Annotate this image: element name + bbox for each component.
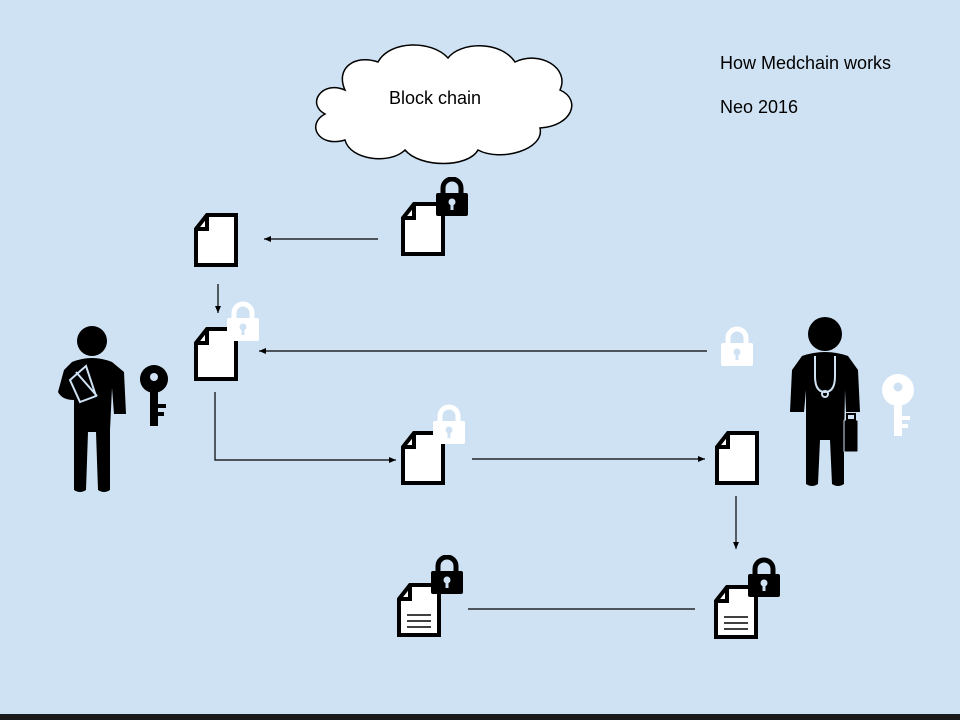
key-icon xyxy=(882,374,914,436)
edge-record-to-shared xyxy=(214,392,396,463)
key-icon xyxy=(140,365,168,426)
lock-icon xyxy=(433,407,465,444)
blockchain-cloud xyxy=(315,44,573,165)
doctor-icon xyxy=(790,317,860,486)
document-icon xyxy=(403,407,465,483)
lock-icon xyxy=(748,560,780,597)
diagram-subtitle: Neo 2016 xyxy=(720,97,799,117)
document-icon xyxy=(717,433,757,483)
text-document-icon xyxy=(399,557,463,635)
lock-icon xyxy=(431,557,463,594)
cloud-label: Block chain xyxy=(388,88,482,108)
document-icon xyxy=(403,179,468,254)
patient-icon xyxy=(58,326,126,492)
document-icon xyxy=(196,304,259,379)
text-document-icon xyxy=(716,560,780,637)
lock-icon xyxy=(227,304,259,341)
diagram-title: How Medchain works xyxy=(720,53,892,73)
bottom-border xyxy=(0,714,960,720)
document-icon xyxy=(196,215,236,265)
lock-icon xyxy=(436,179,468,216)
lock-icon xyxy=(721,329,753,366)
